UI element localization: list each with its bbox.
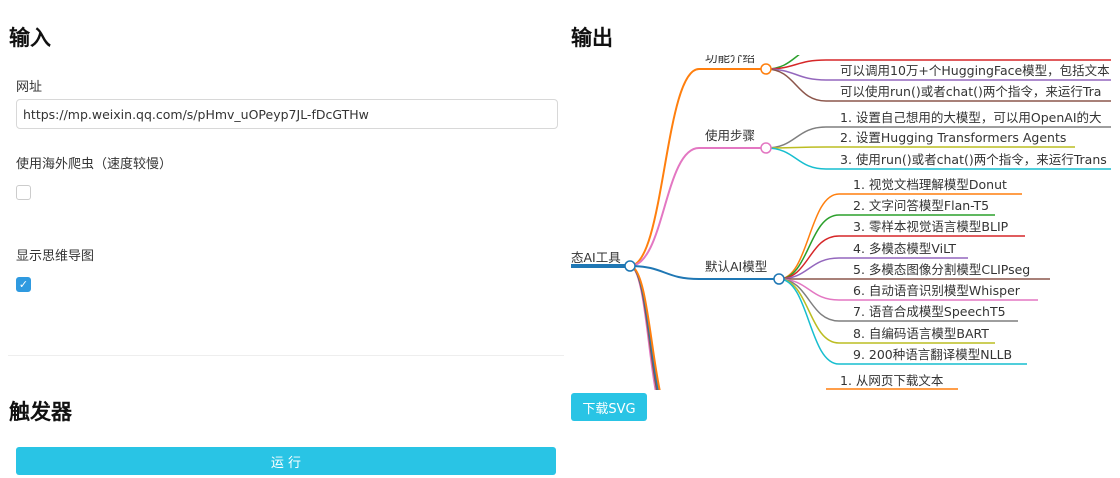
check-icon: ✓ [18,278,29,291]
branch-node[interactable] [760,142,772,154]
branch-node[interactable] [773,273,785,285]
leaf-label: 5. 多模态图像分割模型CLIPseg [853,262,1030,277]
leaf-label: 9. 200种语言翻译模型NLLB [853,347,1012,362]
leaf-edge [778,214,840,280]
leaf-label: 2. 文字问答模型Flan-T5 [853,198,989,213]
leaf-edge [778,193,840,280]
leaf-label: 3. 使用run()或者chat()两个指令，来运行Trans [840,152,1107,167]
output-heading: 输出 [571,26,613,50]
leaf-label: 3. 零样本视觉语言模型BLIP [853,219,1009,234]
root-label: 态AI工具 [571,250,621,265]
branch-label: 功能介绍 [705,50,755,65]
root-node[interactable] [624,260,636,272]
leaf-label: 1. 视觉文档理解模型Donut [853,177,1007,192]
show-mindmap-label: 显示思维导图 [16,249,95,264]
show-mindmap-checkbox[interactable]: ✓ [16,277,31,292]
leaf-edge [765,126,827,149]
branch-edge [629,265,700,280]
leaf-label: 可以调用10万+个HuggingFace模型，包括文本 [840,63,1110,78]
leaf-edge [778,235,840,280]
leaf-edge [765,68,827,102]
trigger-heading: 触发器 [9,400,72,424]
branch-label: 默认AI模型 [705,259,767,274]
url-input[interactable] [16,99,558,129]
branch-edge [629,68,700,267]
leaf-label: 1. 从网页下载文本 [840,373,944,388]
divider [8,355,564,356]
download-svg-button[interactable]: 下载SVG [571,393,647,421]
branch-edge [629,147,700,267]
overseas-crawler-label: 使用海外爬虫（速度较慢） [16,157,173,172]
leaf-edge [765,147,827,170]
leaf-label: 8. 自编码语言模型BART [853,326,989,341]
leaf-label: 可以使用run()或者chat()两个指令，来运行Tra [840,84,1101,99]
leaf-edge [765,55,800,70]
leaf-label: 1. 设置自己想用的大模型，可以用OpenAI的大 [840,110,1102,125]
branch-label: 使用步骤 [705,128,755,143]
leaf-label: 7. 语音合成模型SpeechT5 [853,304,1006,319]
input-heading: 输入 [9,26,51,50]
leaf-label: 4. 多模态模型ViLT [853,241,956,256]
url-label: 网址 [16,80,43,95]
overseas-crawler-checkbox[interactable] [16,185,31,200]
branch-node[interactable] [760,63,772,75]
leaf-label: 2. 设置Hugging Transformers Agents [840,130,1066,145]
branch-edge-below [629,265,661,390]
leaf-edge [778,278,840,365]
leaf-label: 6. 自动语音识别模型Whisper [853,283,1021,298]
run-button[interactable]: 运 行 [16,447,556,475]
